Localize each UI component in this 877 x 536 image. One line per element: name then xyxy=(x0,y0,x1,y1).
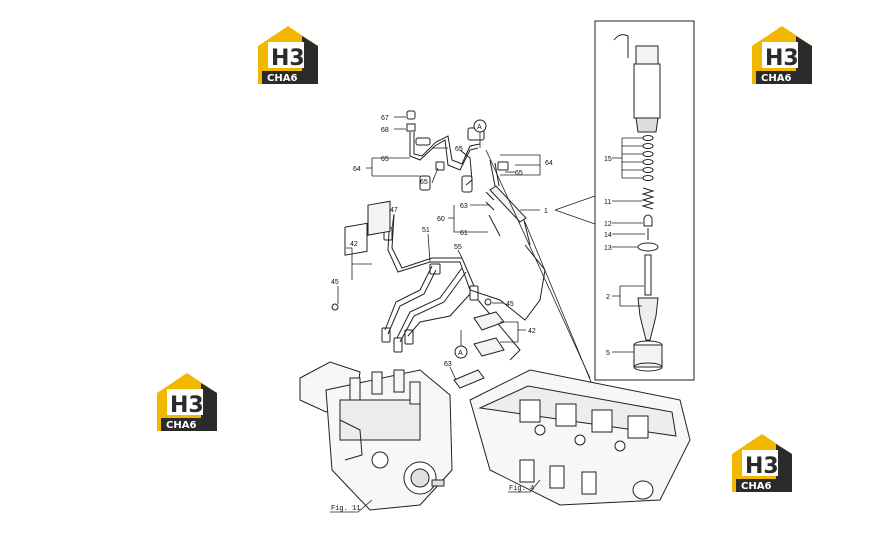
cylinder-head xyxy=(469,369,691,506)
pipe-clamp-right xyxy=(473,298,505,357)
logo-caption: CHA6 xyxy=(761,73,791,84)
callout-60: 60 xyxy=(437,216,445,223)
brand-logo: H3 CHA6 xyxy=(732,434,792,492)
injector-detail-panel xyxy=(594,20,695,381)
upper-callout-leaders xyxy=(366,116,541,233)
callout-a: A xyxy=(458,350,463,357)
callout-61: 61 xyxy=(460,230,468,237)
figure-ref-fig11: Fig. 11 xyxy=(331,505,360,513)
figure-ref-fig4: Fig. 4 xyxy=(509,485,534,493)
reference-circle-a xyxy=(473,119,487,148)
detail-callouts xyxy=(612,137,645,353)
callout-68: 68 xyxy=(381,127,389,134)
callout-42: 42 xyxy=(528,328,536,335)
logo-caption: CHA6 xyxy=(741,481,771,492)
callout-a: A xyxy=(477,124,482,131)
callout-11: 11 xyxy=(604,199,611,206)
reference-circle-a xyxy=(454,330,468,359)
callout-45: 45 xyxy=(506,301,514,308)
fig11-leader xyxy=(330,499,373,513)
callout-47: 47 xyxy=(390,207,398,214)
clamp-leaders-right xyxy=(492,302,526,343)
callout-63: 63 xyxy=(460,203,468,210)
logo-letters: H3 xyxy=(170,393,204,418)
callout-45: 45 xyxy=(331,279,339,286)
callout-14: 14 xyxy=(604,232,612,239)
callout-15: 15 xyxy=(604,156,612,163)
callout-63: 63 xyxy=(444,361,452,368)
callout-64: 64 xyxy=(545,160,553,167)
callout-12: 12 xyxy=(604,221,612,228)
pipe-callout-leaders xyxy=(391,213,463,263)
logo-letters: H3 xyxy=(271,46,305,71)
callout-1: 1 xyxy=(544,208,548,215)
callout-65: 65 xyxy=(455,146,463,153)
clamp-leaders-left xyxy=(337,247,372,304)
brand-logo: H3 CHA6 xyxy=(258,26,318,84)
callout-55: 55 xyxy=(454,244,462,251)
pipe-clamp-left xyxy=(331,200,391,311)
injection-pump xyxy=(299,361,453,511)
callout-2: 2 xyxy=(606,294,610,301)
callout-13: 13 xyxy=(604,245,612,252)
leak-off-pipes xyxy=(406,110,527,237)
brand-logo: H3 CHA6 xyxy=(752,26,812,84)
callout-51: 51 xyxy=(422,227,430,234)
callout-65: 65 xyxy=(420,179,428,186)
callout-64: 64 xyxy=(353,166,361,173)
callout-65: 65 xyxy=(381,156,389,163)
callout-5: 5 xyxy=(606,350,610,357)
callout-1-leader xyxy=(520,195,596,225)
logo-caption: CHA6 xyxy=(166,420,196,431)
injector-sleeve-63 xyxy=(449,366,485,389)
callout-67: 67 xyxy=(381,115,389,122)
callout-42: 42 xyxy=(350,241,358,248)
callout-65: 65 xyxy=(515,170,523,177)
brand-logo: H3 CHA6 xyxy=(157,373,217,431)
fig4-leader xyxy=(508,479,541,493)
logo-letters: H3 xyxy=(765,46,799,71)
logo-caption: CHA6 xyxy=(267,73,297,84)
logo-letters: H3 xyxy=(745,454,779,479)
